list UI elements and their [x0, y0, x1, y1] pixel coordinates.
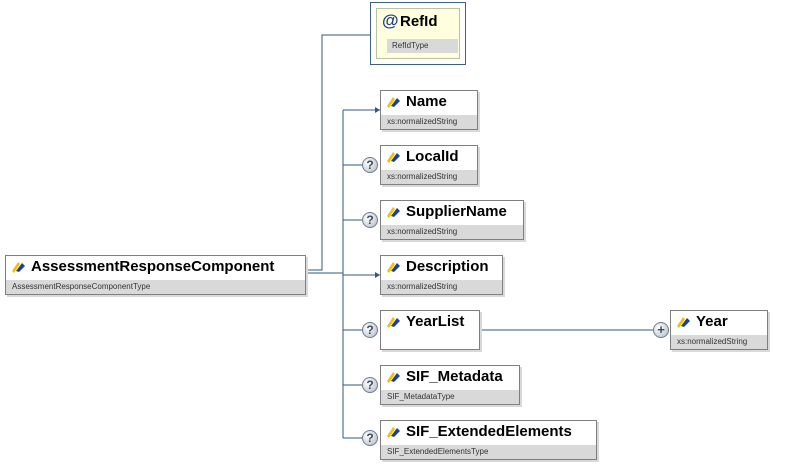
- attribute-box: @ RefId RefIdType: [376, 8, 460, 59]
- optional-icon: ?: [362, 430, 378, 446]
- root-element-box[interactable]: AssessmentResponseComponent AssessmentRe…: [5, 255, 306, 295]
- arrowhead-name: [375, 107, 380, 113]
- element-box-sif-extendedelements[interactable]: SIF_ExtendedElements SIF_ExtendedElement…: [380, 420, 597, 460]
- connector-attribute: [306, 34, 370, 271]
- optional-icon: ?: [362, 377, 378, 393]
- expand-icon[interactable]: +: [653, 322, 669, 338]
- optional-icon: ?: [362, 157, 378, 173]
- element-icon: [387, 262, 400, 273]
- element-name: Description: [406, 258, 489, 275]
- element-icon: [387, 152, 400, 163]
- element-icon: [387, 317, 400, 328]
- element-name: Name: [406, 93, 447, 110]
- element-icon: [387, 207, 400, 218]
- element-name: LocalId: [406, 148, 459, 165]
- element-icon: [677, 317, 690, 328]
- attribute-name: RefId: [400, 13, 438, 30]
- element-box-name[interactable]: Name xs:normalizedString: [380, 90, 478, 130]
- arrowhead-description: [375, 272, 380, 278]
- root-element-type: AssessmentResponseComponentType: [6, 280, 305, 294]
- element-type: SIF_MetadataType: [381, 390, 519, 404]
- element-type: xs:normalizedString: [381, 115, 477, 129]
- element-type: SIF_ExtendedElementsType: [381, 445, 596, 459]
- attribute-group-box[interactable]: @ RefId RefIdType: [370, 2, 466, 65]
- element-name: Year: [696, 313, 728, 330]
- element-type: xs:normalizedString: [381, 225, 523, 239]
- element-icon: [387, 97, 400, 108]
- element-type: xs:normalizedString: [381, 280, 502, 294]
- root-element-name: AssessmentResponseComponent: [31, 258, 275, 275]
- attribute-icon: @: [382, 11, 399, 30]
- element-box-localid[interactable]: LocalId xs:normalizedString: [380, 145, 478, 185]
- element-type: xs:normalizedString: [381, 170, 477, 184]
- element-box-year[interactable]: Year xs:normalizedString: [670, 310, 768, 350]
- optional-icon: ?: [362, 212, 378, 228]
- element-box-suppliername[interactable]: SupplierName xs:normalizedString: [380, 200, 524, 240]
- element-name: SIF_Metadata: [406, 368, 503, 385]
- element-type: xs:normalizedString: [671, 335, 767, 349]
- element-icon: [387, 372, 400, 383]
- attribute-type: RefIdType: [387, 39, 458, 53]
- element-icon: [12, 262, 25, 273]
- element-box-yearlist[interactable]: YearList: [380, 310, 480, 350]
- element-name: SIF_ExtendedElements: [406, 423, 572, 440]
- element-box-sif-metadata[interactable]: SIF_Metadata SIF_MetadataType: [380, 365, 520, 405]
- element-name: SupplierName: [406, 203, 507, 220]
- element-name: YearList: [406, 313, 465, 330]
- element-icon: [387, 427, 400, 438]
- element-box-description[interactable]: Description xs:normalizedString: [380, 255, 503, 295]
- optional-icon: ?: [362, 322, 378, 338]
